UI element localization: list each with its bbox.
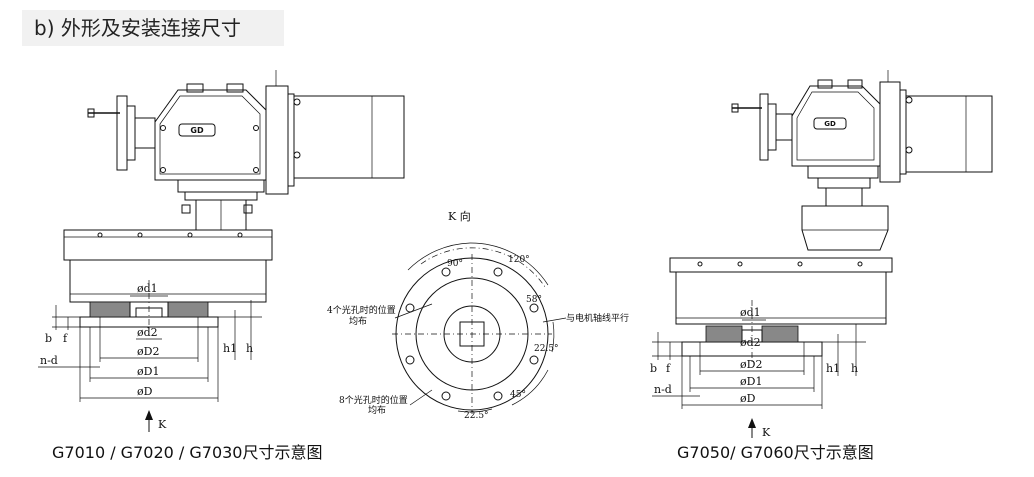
section-title: b) 外形及安装连接尺寸: [34, 16, 241, 40]
right-actuator-drawing: GD: [650, 70, 993, 439]
left-motor: [265, 70, 405, 195]
right-dim-h: h: [851, 362, 858, 375]
left-actuator-drawing: GD: [38, 70, 405, 432]
right-logo: GD: [824, 120, 836, 128]
right-dim-d2: ød2: [740, 336, 761, 349]
right-motor: [879, 70, 993, 183]
right-gearbox: GD: [791, 79, 881, 167]
left-dim-d1: ød1: [137, 282, 158, 295]
left-dimensions: ød1 ød2 øD2 øD1 øD b f n-d: [38, 282, 262, 432]
right-dim-h1: h1: [826, 362, 840, 375]
right-dim-b: b: [650, 362, 657, 375]
right-view-k: K: [762, 426, 771, 439]
k-view-note-4-holes: 4个光孔时的位置: [327, 304, 396, 316]
k-view-holes: [405, 267, 539, 401]
k-view-angle-58: 58°: [526, 295, 542, 305]
k-view-note-8-holes: 8个光孔时的位置: [339, 394, 408, 406]
right-dim-D: øD: [740, 392, 756, 405]
left-dim-D1: øD1: [137, 365, 159, 378]
k-view-angle-45: 45°: [510, 390, 526, 400]
k-view-drawing: K 向 90° 120° 58° 22.5° 45° 22.5° 4个光孔时的位…: [327, 209, 629, 421]
right-dimensions: ød1 ød2 øD2 øD1 øD b f n-d: [650, 306, 866, 439]
k-view-angle-120: 120°: [508, 255, 530, 265]
left-reducer: [63, 229, 273, 303]
caption-left: G7010 / G7020 / G7030尺寸示意图: [52, 443, 323, 462]
left-column: [177, 179, 265, 231]
right-reducer: [669, 257, 893, 325]
left-dim-f: f: [63, 332, 68, 345]
k-view-note-8-holes-even: 均布: [368, 404, 386, 416]
left-dim-b: b: [45, 332, 52, 345]
left-logo: GD: [190, 126, 204, 135]
section-header: b) 外形及安装连接尺寸: [22, 10, 284, 46]
k-view-note-parallel: 与电机轴线平行: [566, 312, 629, 324]
right-dim-f: f: [666, 362, 671, 375]
k-view-angle-22-5-bottom: 22.5°: [464, 411, 489, 421]
left-base-flange: [79, 280, 219, 330]
right-dim-D2: øD2: [740, 358, 762, 371]
left-dim-D: øD: [137, 385, 153, 398]
left-dim-D2: øD2: [137, 345, 159, 358]
left-view-k: K: [158, 418, 167, 431]
left-dim-h1: h1: [223, 342, 237, 355]
right-column: [801, 165, 889, 251]
k-view-note-4-holes-even: 均布: [349, 315, 367, 327]
k-view-angle-90: 90°: [447, 259, 463, 269]
k-view-angle-22-5-right: 22.5°: [534, 344, 559, 354]
left-dim-h: h: [246, 342, 253, 355]
right-handwheel: [731, 93, 793, 161]
right-dim-nd: n-d: [654, 383, 672, 396]
left-gearbox: GD: [154, 83, 267, 181]
caption-right: G7050/ G7060尺寸示意图: [677, 443, 874, 462]
right-base-flange: [681, 300, 823, 362]
right-dim-d1: ød1: [740, 306, 761, 319]
right-dim-D1: øD1: [740, 375, 762, 388]
left-handwheel: [87, 95, 156, 171]
k-view-title: K 向: [448, 209, 471, 223]
left-dim-d2: ød2: [137, 326, 158, 339]
left-dim-nd: n-d: [40, 354, 58, 367]
